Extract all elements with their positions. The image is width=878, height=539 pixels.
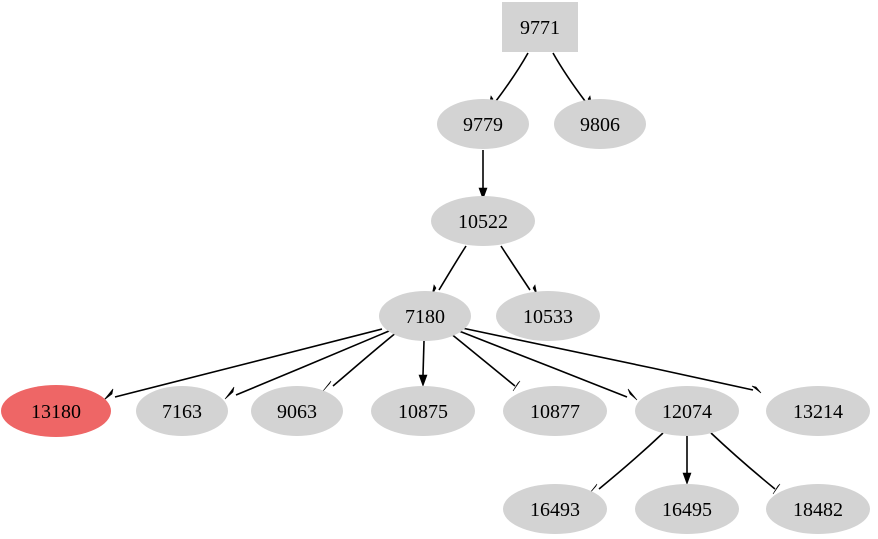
arrowhead-icon	[418, 374, 428, 387]
graph-node-13214[interactable]: 13214	[766, 386, 870, 436]
edge-line	[438, 245, 467, 291]
edge-7180-10877	[449, 332, 521, 392]
node-ellipse-shape[interactable]	[251, 386, 343, 436]
node-ellipse-shape[interactable]	[635, 484, 739, 534]
edge-line	[461, 327, 754, 391]
node-ellipse-shape[interactable]	[503, 386, 607, 436]
graph-node-9771[interactable]: 9771	[502, 2, 578, 52]
node-ellipse-shape[interactable]	[635, 386, 739, 436]
node-ellipse-shape[interactable]	[766, 484, 870, 534]
edge-line	[598, 432, 664, 490]
edge-7180-7163	[224, 330, 390, 400]
node-ellipse-shape[interactable]	[766, 386, 870, 436]
node-ellipse-shape[interactable]	[554, 99, 646, 149]
graph-node-18482[interactable]: 18482	[766, 484, 870, 534]
arrowhead-icon	[322, 380, 332, 392]
graph-node-12074[interactable]: 12074	[635, 386, 739, 436]
edge-line	[332, 331, 398, 387]
arrowhead-icon	[224, 386, 235, 400]
node-ellipse-shape[interactable]	[431, 196, 535, 246]
arrowhead-icon	[103, 388, 114, 401]
arrowhead-icon	[478, 187, 488, 200]
edge-7180-13214	[461, 327, 762, 394]
nodes-layer: 9771 9779 9806 10522 7180 10533 13180 7163 9063 1…	[1, 2, 870, 534]
graph-node-10877[interactable]: 10877	[503, 386, 607, 436]
graph-node-10533[interactable]: 10533	[496, 291, 600, 341]
graph-node-7163[interactable]: 7163	[136, 386, 228, 436]
node-ellipse-shape[interactable]	[136, 386, 228, 436]
edge-line	[235, 330, 390, 396]
edge-line	[552, 52, 586, 102]
graph-node-10875[interactable]: 10875	[371, 386, 475, 436]
edge-12074-16495	[682, 436, 692, 485]
edge-7180-9063	[322, 331, 398, 392]
graph-node-16493[interactable]: 16493	[503, 484, 607, 534]
edge-line	[458, 330, 628, 398]
edge-line	[422, 340, 425, 376]
node-ellipse-shape[interactable]	[371, 386, 475, 436]
graph-node-9063[interactable]: 9063	[251, 386, 343, 436]
edge-12074-18482	[710, 432, 781, 495]
arrowhead-icon	[512, 380, 521, 392]
arrowhead-icon	[751, 385, 762, 394]
node-ellipse-shape[interactable]	[379, 291, 471, 341]
edge-line	[114, 328, 383, 398]
graph-node-7180[interactable]: 7180	[379, 291, 471, 341]
node-ellipse-shape[interactable]	[496, 291, 600, 341]
arrowhead-icon	[627, 388, 638, 401]
arrowhead-icon	[772, 483, 781, 495]
graph-node-9779[interactable]: 9779	[437, 99, 529, 149]
graph-node-9806[interactable]: 9806	[554, 99, 646, 149]
edge-line	[500, 245, 531, 291]
edge-line	[449, 332, 516, 387]
node-ellipse-shape[interactable]	[1, 385, 111, 437]
edge-7180-12074	[458, 330, 638, 401]
graph-node-16495[interactable]: 16495	[635, 484, 739, 534]
node-box-shape[interactable]	[502, 2, 578, 52]
graph-node-13180[interactable]: 13180	[1, 385, 111, 437]
edge-7180-13180	[103, 328, 383, 401]
edge-line	[710, 432, 776, 490]
edge-line	[495, 52, 529, 102]
node-ellipse-shape[interactable]	[437, 99, 529, 149]
node-ellipse-shape[interactable]	[503, 484, 607, 534]
edge-7180-10875	[418, 340, 428, 387]
arrowhead-icon	[682, 472, 692, 485]
edge-9779-10522	[478, 150, 488, 200]
graph-node-10522[interactable]: 10522	[431, 196, 535, 246]
